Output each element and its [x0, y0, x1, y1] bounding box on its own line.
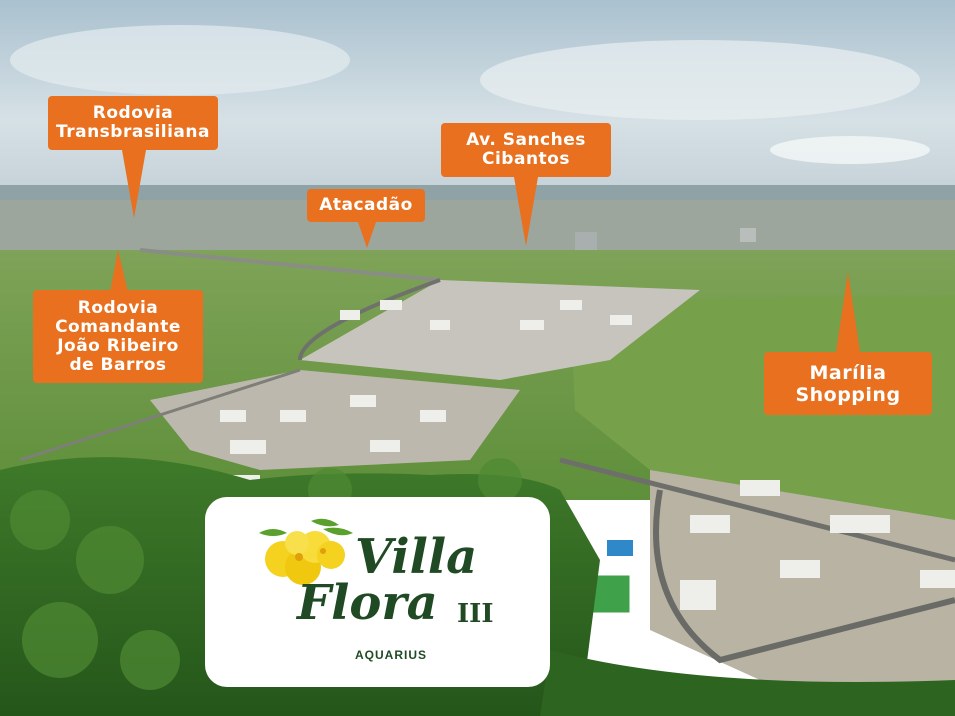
pointer-sanches — [514, 177, 538, 246]
callout-line: Comandante — [55, 316, 181, 337]
brand-numeral: III — [457, 599, 494, 629]
callout-line: Marília — [809, 361, 887, 384]
callout-line: de Barros — [69, 354, 167, 375]
callout-atacadao: Atacadão — [307, 189, 425, 222]
callout-line: Av. Sanches — [466, 130, 586, 150]
callout-line: Cibantos — [482, 149, 570, 169]
callout-transbrasiliana: Rodovia Transbrasiliana — [48, 96, 218, 150]
pointer-marilia — [836, 272, 860, 352]
brand-subtitle: AQUARIUS — [355, 648, 428, 662]
pointer-transbrasiliana — [122, 150, 146, 218]
callout-line: Atacadão — [319, 195, 413, 215]
callout-sanches: Av. Sanches Cibantos — [441, 123, 611, 177]
callout-line: Rodovia — [77, 297, 159, 318]
callout-line: Transbrasiliana — [56, 122, 210, 142]
brand-logo-card: Villa Flora III AQUARIUS — [205, 497, 550, 687]
callout-marilia-shopping: Marília Shopping — [764, 352, 932, 415]
brand-word-villa: Villa — [355, 529, 478, 585]
callout-joao-ribeiro: Rodovia Comandante João Ribeiro de Barro… — [33, 290, 203, 383]
flower-icon — [259, 518, 353, 585]
pointer-joao — [110, 250, 128, 292]
callout-line: Rodovia — [92, 103, 174, 123]
callout-line: João Ribeiro — [57, 335, 179, 356]
brand-word-flora: Flora — [297, 575, 438, 631]
callout-line: Shopping — [795, 383, 901, 406]
pointer-atacadao — [358, 222, 376, 248]
